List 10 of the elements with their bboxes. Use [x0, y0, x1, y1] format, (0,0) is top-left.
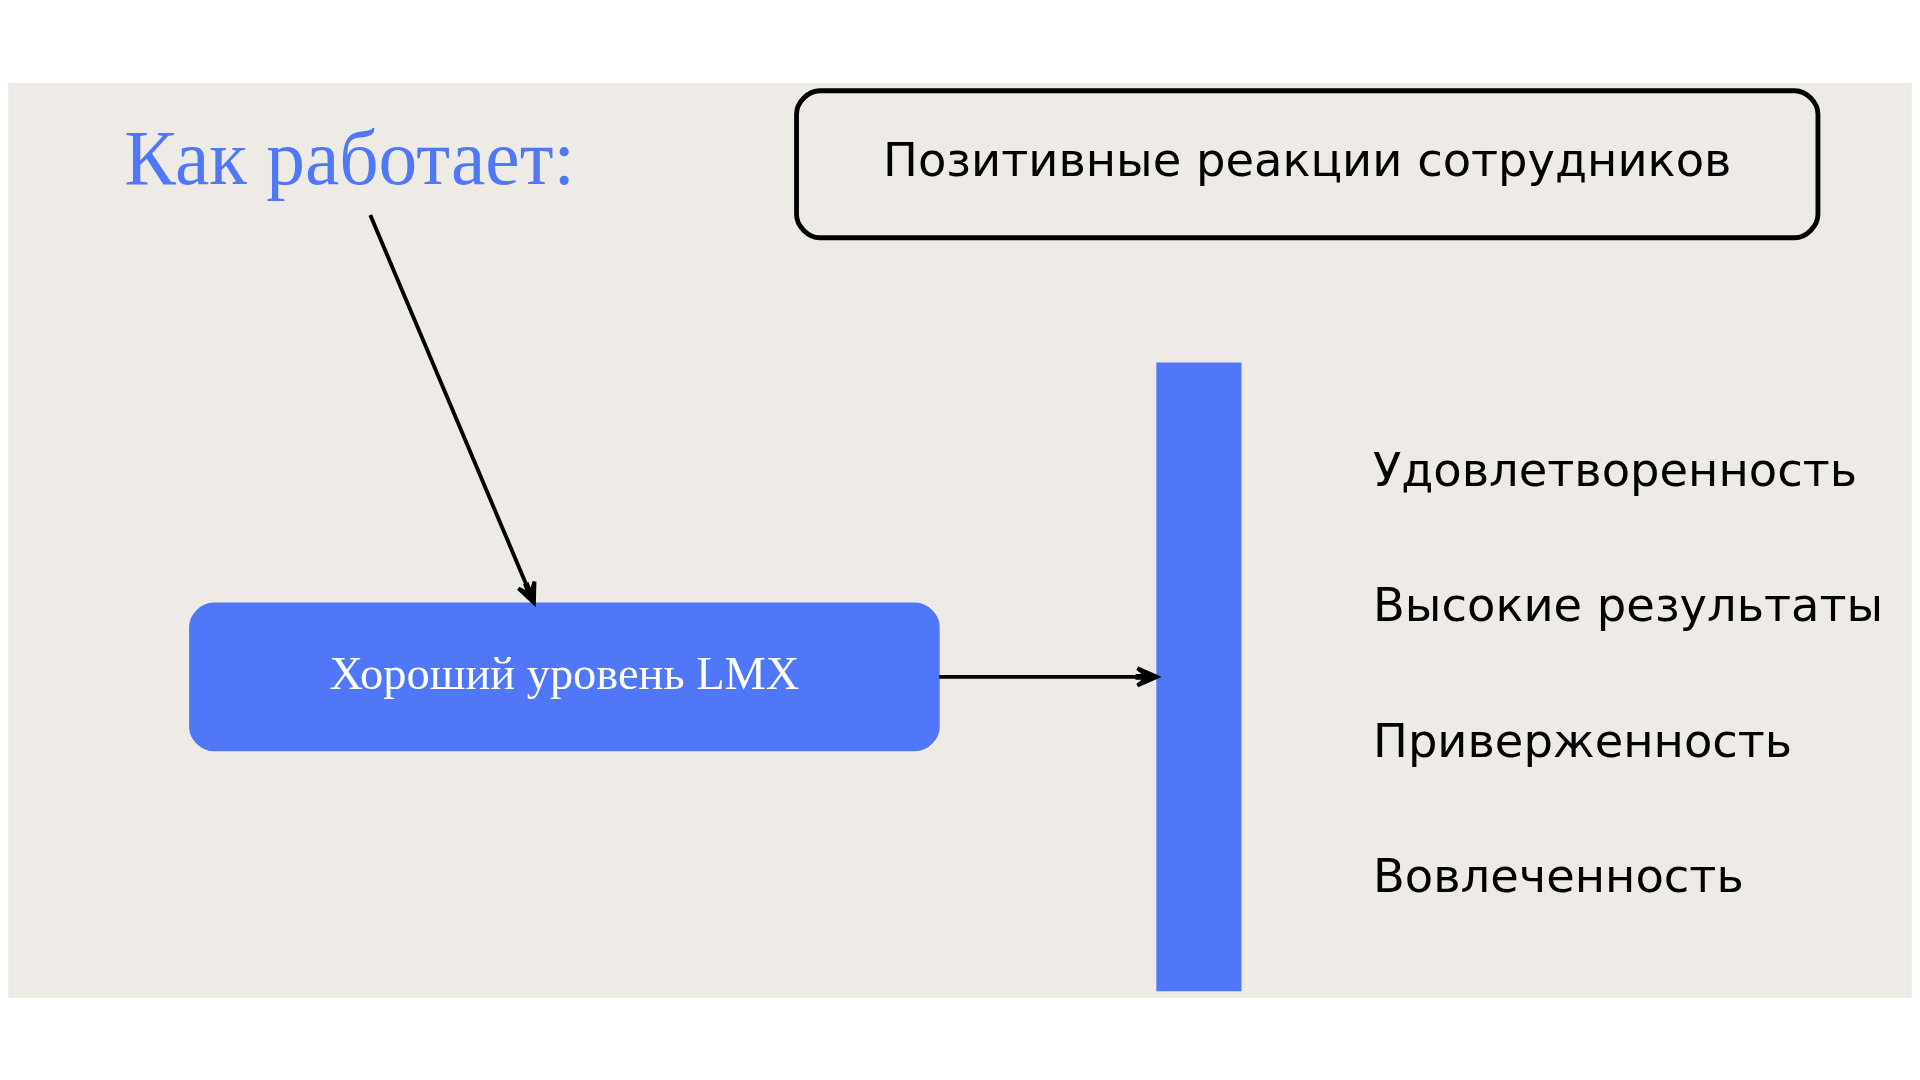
arrow: [939, 665, 1159, 687]
label: Высокие результаты: [1373, 577, 1884, 632]
node-box: Хороший уровень LMX: [189, 601, 940, 751]
node-text: Как работает:: [124, 114, 575, 201]
label: Удовлетворенность: [1373, 442, 1858, 497]
arrow: [368, 213, 537, 605]
label: Приверженность: [1373, 713, 1793, 768]
node-brace: [1156, 362, 1242, 991]
node-box: Позитивные реакции сотрудников: [794, 87, 1821, 240]
label: Вовлеченность: [1373, 848, 1744, 903]
